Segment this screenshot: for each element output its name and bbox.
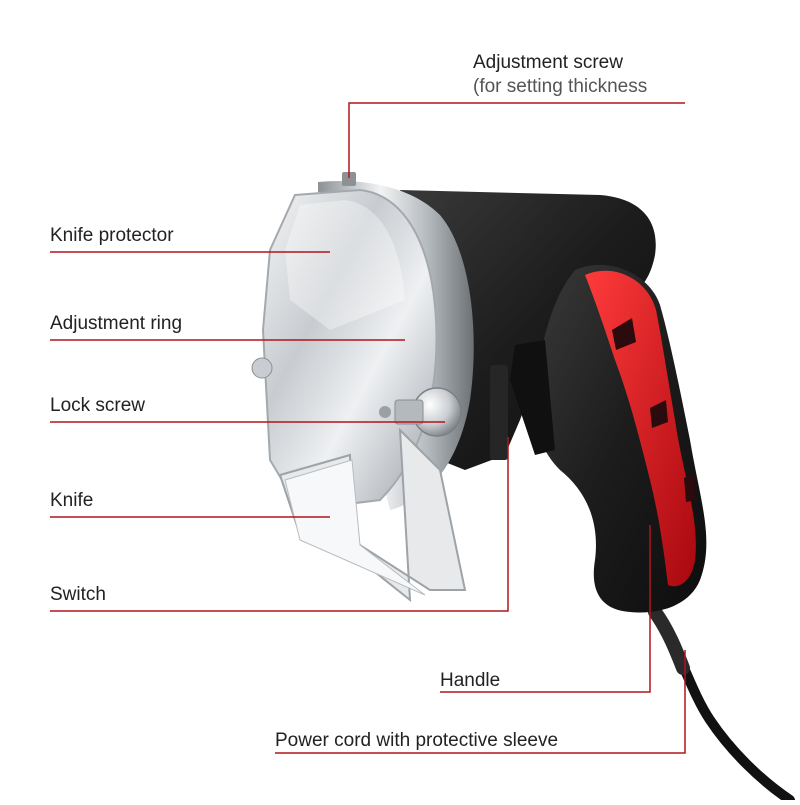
handle-vent: [612, 318, 636, 350]
label-switch: Switch: [50, 584, 106, 605]
knife-protector-plate: [261, 188, 438, 512]
label-knife-protector: Knife protector: [50, 225, 174, 246]
leader-lines: [50, 102, 686, 754]
label-adjustment-ring: Adjustment ring: [50, 313, 183, 334]
leader-power-cord: [275, 650, 686, 754]
lock-screw-thread: [394, 399, 424, 425]
red-handle-panel: [585, 270, 696, 587]
switch-trigger: [510, 340, 555, 455]
cord-sleeve: [648, 605, 690, 675]
leader-handle: [440, 525, 651, 693]
handle-vent: [684, 474, 696, 502]
side-knob: [251, 357, 273, 379]
label-knife: Knife: [50, 490, 94, 511]
switch-guard: [490, 365, 508, 460]
label-lock-screw: Lock screw: [50, 395, 146, 416]
knife-protector-highlight: [285, 200, 405, 330]
label-adjustment-screw: Adjustment screw: [473, 52, 623, 73]
lock-screw-base: [379, 406, 391, 418]
knife-blade: [284, 459, 426, 596]
handle-vent: [650, 400, 668, 428]
leader-adjustment-screw: [348, 102, 685, 178]
label-adjustment-screw-note: (for setting thickness: [473, 76, 648, 97]
leader-switch: [50, 437, 509, 612]
label-power-cord: Power cord with protective sleeve: [275, 730, 559, 751]
label-handle: Handle: [440, 670, 501, 691]
adjustment-screw-knob: [342, 172, 356, 186]
